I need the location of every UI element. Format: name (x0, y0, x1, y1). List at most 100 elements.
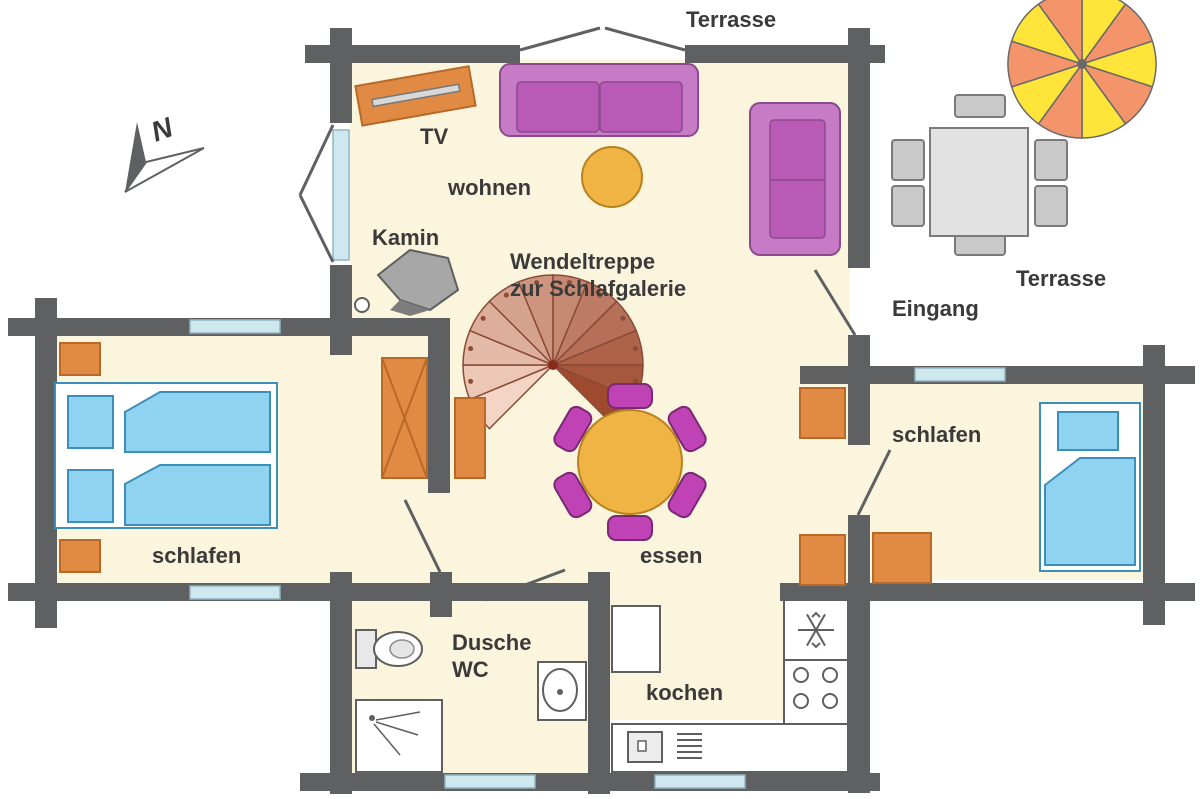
dining-chair (553, 471, 593, 519)
door-living-left-b (298, 194, 335, 263)
parasol-hub (1077, 59, 1087, 69)
label-stairs-line1: Wendeltreppe (510, 249, 656, 274)
wall-bath-top (430, 572, 452, 617)
wall-living-left (330, 28, 352, 123)
sofa-top (499, 63, 699, 137)
label-entrance: Eingang (892, 296, 979, 321)
spiral-staircase (462, 274, 644, 430)
label-tv: TV (420, 124, 449, 149)
cabinet-right-2 (799, 534, 846, 586)
label-stairs-line2: zur Schlafgalerie (510, 276, 687, 301)
stair-baluster (468, 378, 474, 384)
kitchen-sink-icon (627, 731, 702, 763)
wall-bedroom-left-inner (428, 318, 450, 493)
door-bedroom-right (856, 449, 892, 516)
label-dining: essen (640, 543, 703, 568)
label-living: wohnen (448, 175, 532, 200)
cabinet-right-1 (799, 387, 846, 439)
stair-baluster (632, 378, 638, 384)
dining-chair (553, 405, 593, 453)
window-kitchen (654, 774, 746, 789)
parasol-icon (1007, 0, 1157, 139)
toilet-icon (355, 629, 423, 669)
wall-bedroom-left-outer (35, 298, 57, 628)
window-bath (444, 774, 536, 789)
terrace-table-set (891, 94, 1068, 256)
single-bed-pillow (1057, 411, 1119, 451)
wall-bath-right (588, 572, 610, 794)
wall-living-right (848, 28, 870, 268)
label-bedroom-left: schlafen (152, 543, 242, 568)
coffee-table (581, 146, 643, 208)
label-bedroom-right: schlafen (892, 422, 982, 447)
window-living-left (332, 129, 350, 261)
corridor-cabinet (454, 397, 486, 479)
wall-kitchen-right (848, 583, 870, 793)
wall-bedroom-left-bottom (8, 583, 588, 601)
label-kitchen: kochen (646, 680, 724, 705)
bed-blanket-2 (124, 464, 271, 526)
wall-top-right (685, 45, 885, 63)
door-terrace-left (519, 26, 601, 52)
door-living-left-a (298, 124, 335, 196)
nightstand-bottom (59, 539, 101, 573)
bed-pillow-2 (67, 469, 114, 523)
doors (298, 26, 892, 602)
dining-chair (667, 471, 707, 519)
tv-stand (354, 65, 477, 127)
stair-hub (548, 360, 558, 370)
stair-baluster (503, 292, 509, 298)
door-entrance (813, 269, 857, 336)
kitchen-counter-right (783, 599, 849, 725)
wall-top-left (305, 45, 520, 63)
bed-blanket-1 (124, 391, 271, 453)
label-bath-line1: Dusche (452, 630, 532, 655)
wall-living-left-lower (330, 265, 352, 355)
wall-bedroom-right-outer (1143, 345, 1165, 625)
stair-baluster (632, 346, 638, 352)
label-terrace-top: Terrasse (686, 7, 777, 32)
door-bedroom-left (403, 499, 442, 573)
bedroom-right-furniture (799, 387, 1141, 586)
dining-set (553, 383, 707, 541)
door-terrace-right (604, 26, 686, 52)
dining-chair (667, 405, 707, 453)
stair-baluster (480, 315, 486, 321)
wall-bedroom-right-inner (848, 515, 870, 600)
single-bed-blanket (1044, 457, 1136, 566)
cabinet-right-3 (872, 532, 932, 584)
wall-bath-left (330, 572, 352, 794)
stair-baluster (597, 292, 603, 298)
stair-baluster (566, 280, 572, 286)
bedroom-left-furniture (54, 342, 486, 573)
label-bath-line2: WC (452, 657, 489, 682)
nightstand-top (59, 342, 101, 376)
windows (189, 129, 1006, 789)
stove-burners-icon (793, 667, 838, 709)
compass-arrow-icon (124, 122, 205, 193)
fireplace (354, 248, 460, 316)
shower-icon (355, 699, 443, 773)
label-fireplace: Kamin (372, 225, 440, 250)
stair-baluster (468, 346, 474, 352)
window-bedroom-left-bottom (189, 585, 281, 600)
window-bedroom-right (914, 367, 1006, 382)
sofa-right (749, 102, 841, 256)
stair-baluster (534, 280, 540, 286)
kitchen-counter-left (611, 605, 661, 673)
parasol-segment (1037, 0, 1083, 67)
dining-chair (607, 383, 653, 409)
tv-screen (371, 83, 461, 108)
stair-baluster (620, 315, 626, 321)
window-bedroom-left-top (189, 319, 281, 334)
snowflake-icon (798, 611, 834, 649)
wall-bottom (300, 773, 880, 791)
door-bath (484, 568, 566, 602)
bed-pillow-1 (67, 395, 114, 449)
dining-chair (607, 515, 653, 541)
dining-table (577, 409, 683, 515)
wall-living-right-lower (848, 335, 870, 445)
kitchen-fixtures (611, 599, 849, 773)
wall-bedroom-right-bottom (780, 583, 1195, 601)
